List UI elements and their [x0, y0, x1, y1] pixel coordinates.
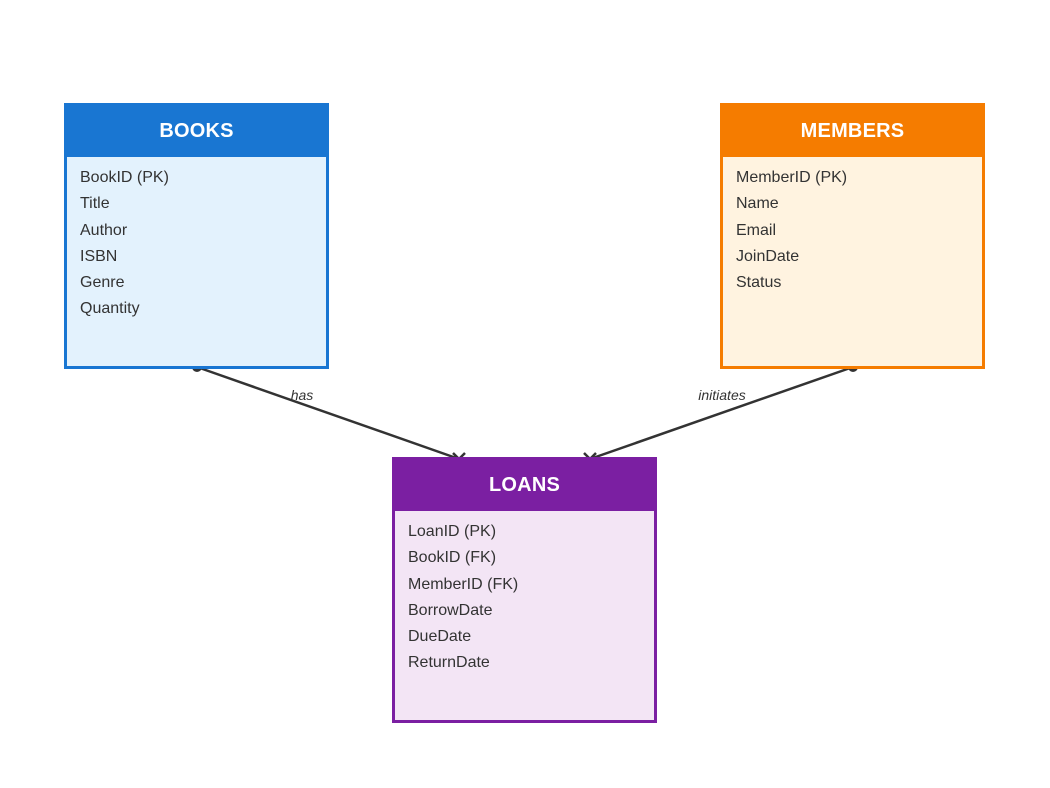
attribute-duedate: DueDate [408, 628, 472, 646]
members-loans-line [589, 365, 854, 461]
attribute-joindate: JoinDate [736, 247, 800, 265]
attribute-genre: Genre [80, 274, 125, 292]
attribute-memberid: MemberID (PK) [736, 169, 848, 186]
relationship-books-loans: has [192, 362, 466, 466]
attribute-status: Status [736, 274, 782, 292]
books-loans-line [196, 365, 460, 461]
attribute-returndate: ReturnDate [408, 654, 490, 672]
relationship-label-has: has [291, 387, 314, 403]
attribute-author: Author [80, 221, 128, 239]
entity-loans-title: LOANS [395, 460, 654, 511]
entity-loans[interactable]: LOANS LoanID (PK) BookID (FK) MemberID (… [392, 457, 657, 723]
relationship-label-initiates: initiates [698, 387, 745, 403]
entity-loans-attributes: LoanID (PK) BookID (FK) MemberID (FK) Bo… [395, 511, 654, 679]
entity-books-title: BOOKS [67, 106, 326, 157]
relationship-members-loans: initiates [583, 362, 858, 466]
attribute-bookid: BookID (PK) [80, 169, 169, 186]
attribute-quantity: Quantity [80, 300, 140, 318]
entity-books[interactable]: BOOKS BookID (PK) Title Author ISBN Genr… [64, 103, 329, 369]
attribute-borrowdate: BorrowDate [408, 601, 493, 619]
attribute-email: Email [736, 221, 777, 239]
entity-books-attributes: BookID (PK) Title Author ISBN Genre Quan… [67, 157, 326, 325]
attribute-bookid-fk: BookID (FK) [408, 549, 497, 567]
entity-members-title: MEMBERS [723, 106, 982, 157]
attribute-memberid-fk: MemberID (FK) [408, 575, 519, 593]
attribute-isbn: ISBN [80, 247, 118, 265]
attribute-title: Title [80, 195, 110, 213]
attribute-loanid: LoanID (PK) [408, 523, 497, 540]
entity-members[interactable]: MEMBERS MemberID (PK) Name Email JoinDat… [720, 103, 985, 369]
attribute-name: Name [736, 195, 779, 213]
entity-members-attributes: MemberID (PK) Name Email JoinDate Status [723, 157, 982, 298]
